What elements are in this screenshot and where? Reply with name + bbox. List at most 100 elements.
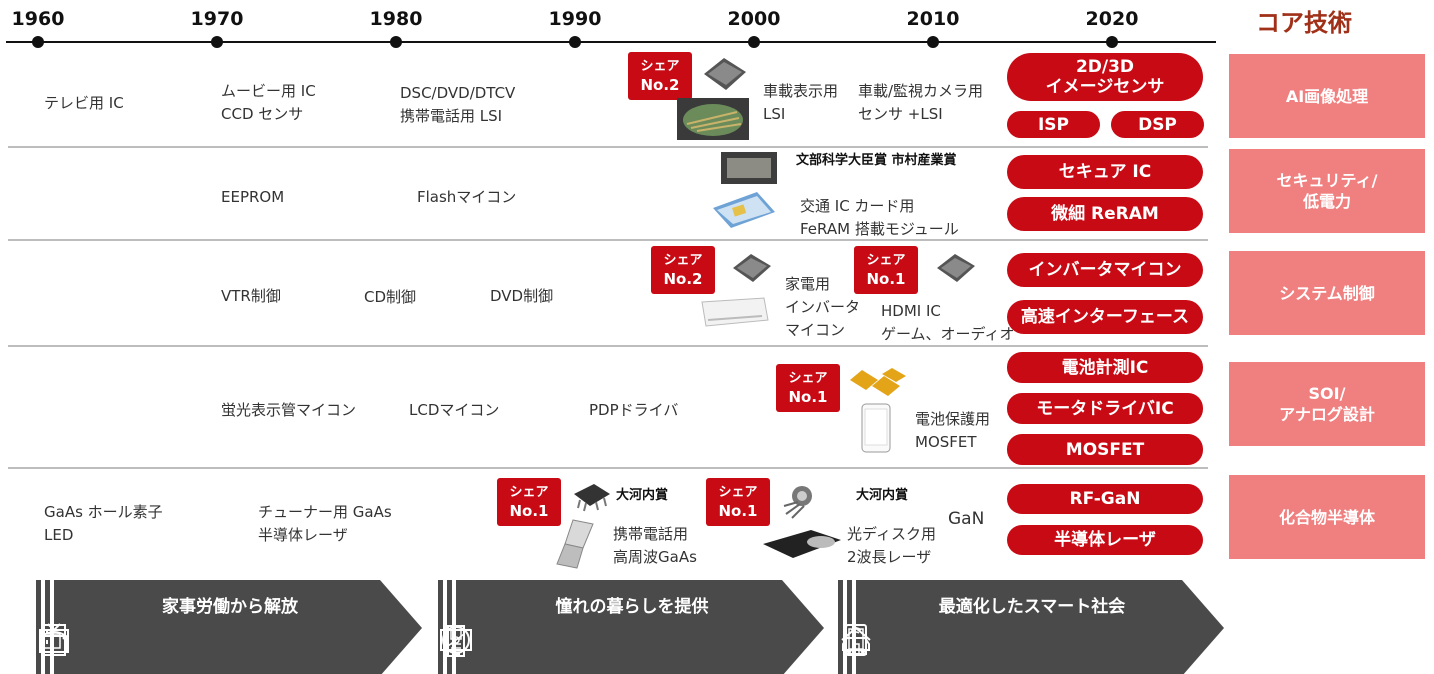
badge-rank-label: No.1 [866,270,906,288]
badge-top-label: シェア [509,485,549,500]
tech-isp: ISP [1007,111,1100,138]
badge-top-label: シェア [866,253,906,268]
badge-top-label: シェア [788,371,828,386]
core-technology-title: コア技術 [1256,9,1352,37]
timeline-axis [6,41,1216,43]
history-dvd-control: DVD制御 [490,287,554,305]
era-label: 最適化したスマート社会 [938,597,1126,617]
award-okochi: 大河内賞 [856,488,909,503]
history-vfd-mcu: 蛍光表示管マイコン [221,401,357,419]
year-label-1990: 1990 [548,8,602,30]
era-arrow-shape [838,580,1224,674]
tablet-icon [845,624,867,656]
history-feram-module: 交通 IC カード用 FeRAM 搭載モジュール [800,197,959,238]
core-soi-analog: SOI/ アナログ設計 [1229,362,1425,446]
history-hdmi-ic: HDMI IC ゲーム、オーディオ [881,302,1015,343]
era-arrow-aspiration: 憧れの暮らしを提供 [438,580,826,674]
share-badge: シェア No.2 [651,246,715,294]
history-inverter-mcu: 家電用 インバータ マイコン [785,275,861,339]
disc-icon [442,626,470,654]
badge-rank-label: No.1 [718,502,758,520]
core-ai-image-processing: AI画像処理 [1229,54,1425,138]
award-okochi: 大河内賞 [616,488,669,503]
row-divider [8,239,1208,241]
tech-motor-driver-ic: モータドライバIC [1007,393,1203,424]
badge-rank-label: No.2 [663,270,703,288]
ic-package-icon [574,484,610,512]
year-label-2020: 2020 [1085,8,1139,30]
tech-dsp: DSP [1111,111,1204,138]
tech-high-speed-interface: 高速インターフェース [1007,300,1203,334]
history-car-camera: 車載/監視カメラ用 センサ +LSI [858,82,984,123]
history-eeprom: EEPROM [221,188,285,206]
award-monbu-ichimura: 文部科学大臣賞 市村産業賞 [796,153,957,168]
flip-phone-icon [556,519,594,569]
smartphone-icon [861,403,891,453]
timeline-dot [390,36,402,48]
year-label-1960: 1960 [11,8,65,30]
tech-battery-ic: 電池計測IC [1007,352,1203,383]
sensor-photo-icon [677,98,749,140]
era-arrow-smart-society: 最適化したスマート社会 [838,580,1226,674]
badge-top-label: シェア [640,59,680,74]
badge-top-label: シェア [663,253,703,268]
year-label-1970: 1970 [190,8,244,30]
tech-mosfet: MOSFET [1007,434,1203,465]
timeline-dot [748,36,760,48]
history-cd-control: CD制御 [364,288,417,306]
era-arrow-shape [36,580,422,674]
era-label: 家事労働から解放 [162,597,298,617]
badge-rank-label: No.1 [509,502,549,520]
share-badge: シェア No.1 [706,478,770,526]
award-photo-icon [721,152,777,184]
history-battery-mosfet: 電池保護用 MOSFET [915,410,991,451]
badge-top-label: シェア [718,485,758,500]
core-compound-semiconductor: 化合物半導体 [1229,475,1425,559]
history-lcd-mcu: LCDマイコン [409,401,500,419]
year-label-2000: 2000 [727,8,781,30]
core-system-control: システム制御 [1229,251,1425,335]
history-vtr-control: VTR制御 [221,287,281,305]
ic-card-icon [713,192,775,228]
air-conditioner-icon [701,297,769,327]
share-badge: シェア No.1 [776,364,840,412]
history-gan: GaN [948,509,985,529]
tech-semiconductor-laser: 半導体レーザ [1007,525,1203,555]
laser-diode-icon [783,486,812,519]
year-label-1980: 1980 [369,8,423,30]
tech-image-sensor: 2D/3D イメージセンサ [1007,53,1203,101]
history-pdp-driver: PDPドライバ [589,401,679,419]
tech-rf-gan: RF-GaN [1007,484,1203,514]
tech-inverter-mcu: インバータマイコン [1007,253,1203,287]
era-arrow-liberation: 家事労働から解放 [36,580,424,674]
era-label: 憧れの暮らしを提供 [555,597,709,617]
badge-rank-label: No.2 [640,76,680,94]
chip-icon [937,254,975,282]
chip-icon [704,58,746,90]
share-badge: シェア No.2 [628,52,692,100]
row-divider [8,146,1208,148]
history-flash-mcu: Flashマイコン [417,188,517,206]
badge-rank-label: No.1 [788,388,828,406]
row-divider [8,467,1208,469]
core-security-low-power: セキュリティ/ 低電力 [1229,149,1425,233]
history-dsc-dvd: DSC/DVD/DTCV 携帯電話用 LSI [400,84,516,125]
tech-reram: 微細 ReRAM [1007,197,1203,231]
timeline-dot [1106,36,1118,48]
timeline-dot [569,36,581,48]
row-divider [8,345,1208,347]
mosfet-chip-icon [850,368,906,396]
timeline-dot [211,36,223,48]
tech-secure-ic: セキュア IC [1007,155,1203,189]
share-badge: シェア No.1 [854,246,918,294]
year-label-2010: 2010 [906,8,960,30]
share-badge: シェア No.1 [497,478,561,526]
history-gaas-hall-led: GaAs ホール素子 LED [44,503,163,544]
timeline-dot [32,36,44,48]
history-mobile-rf-gaas: 携帯電話用 高周波GaAs [613,525,697,566]
timeline-dot [927,36,939,48]
history-tv-ic: テレビ用 IC [44,94,124,112]
chip-icon [733,254,771,282]
history-optical-laser: 光ディスク用 2波長レーザ [847,525,936,566]
history-movie-ccd: ムービー用 IC CCD センサ [221,82,316,123]
